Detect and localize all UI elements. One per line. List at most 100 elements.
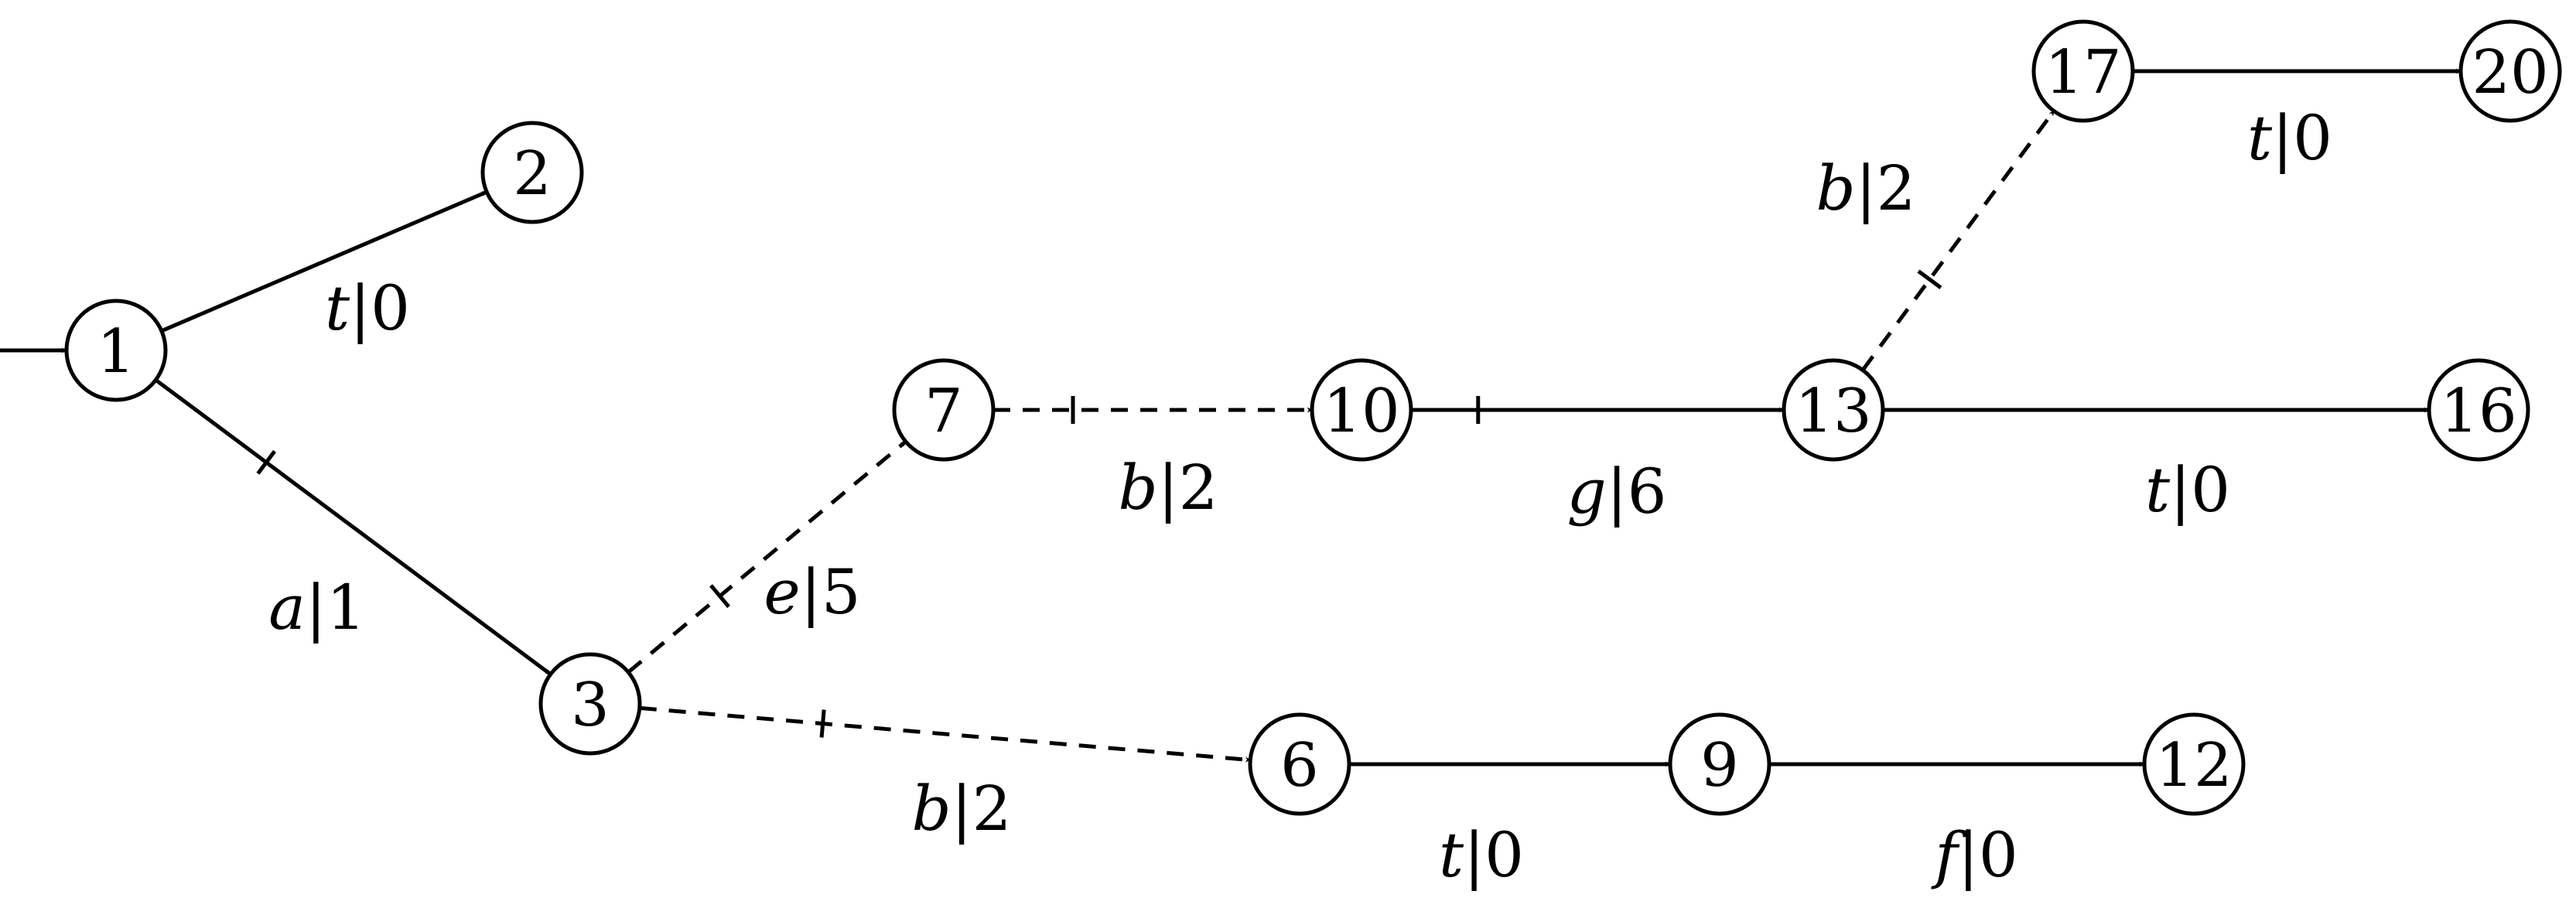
state-node-circle: [892, 358, 996, 462]
edge-label-separator: |: [2272, 102, 2293, 174]
edge-label-symbol: t: [2247, 102, 2273, 174]
edge-label: t|0: [2247, 102, 2332, 174]
edge-label-weight: 2: [1877, 152, 1916, 224]
state-node-label: 12: [2155, 731, 2232, 801]
state-node-label: 7: [924, 377, 963, 446]
edge-label-weight: 0: [2293, 102, 2332, 174]
edge-label-symbol: e: [764, 556, 800, 628]
edge-line: [154, 378, 552, 676]
edge-label-weight: 0: [1979, 819, 2018, 891]
edge-label-symbol: g: [1566, 456, 1606, 527]
edge-tick-mark: [709, 584, 730, 609]
edge-label-separator: |: [2170, 454, 2191, 526]
edge-label-separator: |: [1464, 819, 1484, 891]
edge-label: f|0: [1931, 819, 2017, 891]
state-node-10: 10: [1310, 358, 1413, 462]
state-node-circle: [480, 121, 584, 224]
edge-tick-mark: [819, 709, 826, 738]
state-node-circle: [1668, 712, 1771, 816]
state-node-label: 17: [2045, 38, 2121, 108]
edge-6-9: t|0: [1349, 761, 1671, 891]
edge-line: [639, 705, 1251, 763]
state-node-label: 10: [1323, 377, 1399, 446]
edge-label-weight: 0: [1484, 819, 1524, 891]
state-node-label: 1: [97, 317, 135, 387]
edge-label-separator: |: [1958, 819, 1979, 891]
state-node-16: 16: [2427, 358, 2530, 462]
edge-1-3: a|1: [154, 378, 552, 676]
edge-17-20: t|0: [2133, 68, 2462, 174]
edge-label-symbol: a: [268, 572, 306, 644]
state-node-6: 6: [1248, 712, 1351, 816]
edge-label-weight: 1: [326, 572, 366, 644]
edge-7-10: b|2: [993, 396, 1313, 524]
edge-13-16: t|0: [1883, 407, 2430, 526]
state-node-2: 2: [480, 121, 584, 224]
state-node-circle: [64, 299, 168, 402]
edge-label-symbol: t: [325, 272, 350, 344]
edge-tick-mark: [1917, 269, 1942, 289]
edge-label-weight: 0: [371, 272, 410, 344]
edge-3-6: b|2: [639, 705, 1251, 845]
state-node-17: 17: [2031, 19, 2135, 123]
edge-line: [1860, 110, 2056, 371]
state-node-7: 7: [892, 358, 996, 462]
edge-3-7: e|5: [627, 439, 907, 674]
edge-label: t|0: [2145, 454, 2230, 526]
edge-label-separator: |: [306, 572, 326, 644]
state-node-circle: [1310, 358, 1413, 462]
edge-label-weight: 2: [1179, 452, 1218, 524]
edge-label: t|0: [325, 272, 410, 344]
state-node-20: 20: [2458, 19, 2562, 123]
state-node-label: 9: [1700, 731, 1739, 801]
edge-label-weight: 5: [822, 556, 861, 628]
edge-label-symbol: t: [1439, 819, 1464, 891]
edge-label: a|1: [268, 572, 366, 644]
state-node-circle: [1248, 712, 1351, 816]
edge-1-2: t|0: [160, 189, 488, 344]
edge-label: b|2: [1816, 152, 1915, 224]
edge-label-weight: 0: [2191, 454, 2230, 526]
state-node-label: 16: [2440, 377, 2516, 446]
edge-label-separator: |: [951, 773, 972, 845]
edge-tick-mark: [256, 449, 276, 475]
state-node-circle: [2031, 19, 2135, 123]
state-node-13: 13: [1782, 358, 1885, 462]
edge-9-12: f|0: [1769, 761, 2145, 891]
edge-label-symbol: b: [1816, 152, 1855, 224]
state-node-3: 3: [538, 652, 642, 756]
edge-label-separator: |: [350, 272, 371, 344]
edge-label: t|0: [1439, 819, 1524, 891]
state-node-1: 1: [64, 299, 168, 402]
edge-label-separator: |: [1158, 452, 1179, 524]
state-node-label: 2: [513, 139, 552, 209]
edge-label: b|2: [1118, 452, 1218, 524]
state-node-label: 6: [1280, 731, 1319, 801]
state-node-9: 9: [1668, 712, 1771, 816]
state-node-12: 12: [2142, 712, 2246, 816]
state-node-circle: [538, 652, 642, 756]
state-node-label: 20: [2472, 38, 2548, 108]
edge-label-weight: 6: [1628, 456, 1667, 527]
edge-label-symbol: b: [911, 773, 951, 845]
edge-10-13: g|6: [1411, 396, 1785, 527]
state-node-circle: [2458, 19, 2562, 123]
edge-line: [160, 189, 488, 333]
state-node-circle: [1782, 358, 1885, 462]
state-node-label: 13: [1795, 377, 1871, 446]
state-node-circle: [2142, 712, 2246, 816]
edge-label-separator: |: [1607, 456, 1628, 527]
edge-label: e|5: [764, 556, 860, 628]
edge-13-17: b|2: [1816, 110, 2056, 371]
state-node-circle: [2427, 358, 2530, 462]
state-node-label: 3: [571, 671, 610, 740]
edge-label-separator: |: [801, 556, 822, 628]
edge-label-separator: |: [1856, 152, 1877, 224]
edge-label-weight: 2: [972, 773, 1012, 845]
edge-label: b|2: [911, 773, 1011, 845]
edge-line: [627, 439, 907, 674]
edge-label-symbol: t: [2145, 454, 2171, 526]
